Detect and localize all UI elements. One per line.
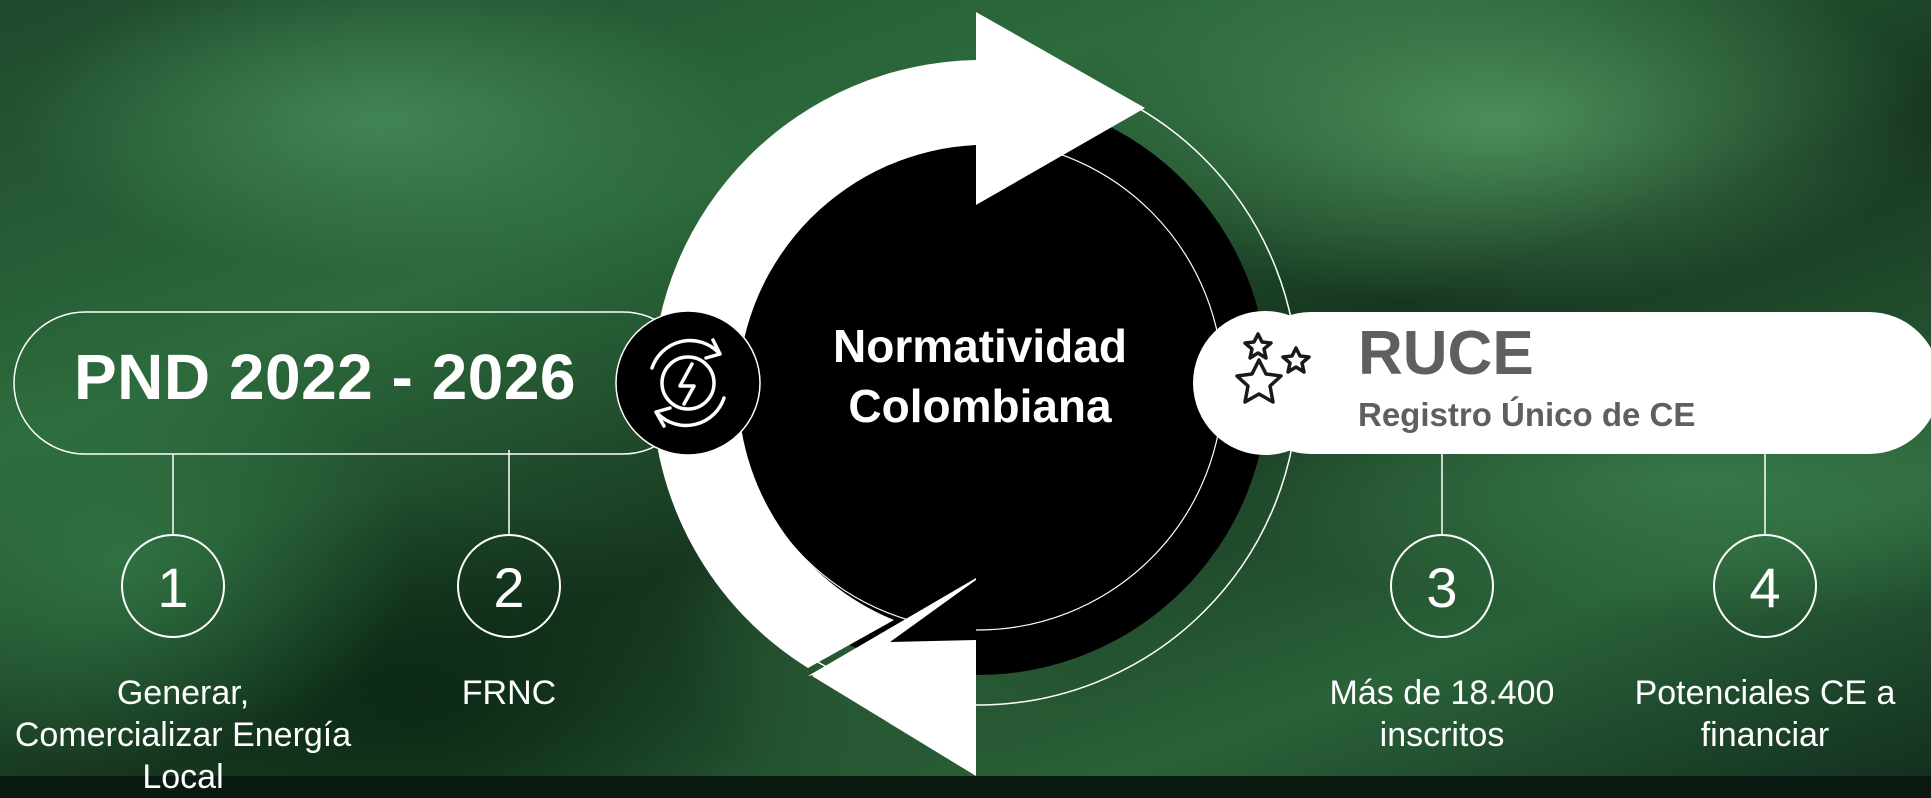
step-4-description: Potenciales CE a financiar xyxy=(1605,672,1925,756)
ruce-panel xyxy=(1240,312,1931,454)
cycle-arrow-top xyxy=(651,12,1145,668)
step-2-line1: FRNC xyxy=(461,674,557,712)
center-circle xyxy=(688,95,1268,675)
step-1-line2: Comercializar Energía xyxy=(14,716,352,754)
step-3-line2: inscritos xyxy=(1379,716,1505,754)
energy-cycle-icon xyxy=(650,338,726,428)
step-number-2: 2 xyxy=(457,534,561,638)
arrowhead-cut xyxy=(890,580,976,642)
pnd-title: PND 2022 - 2026 xyxy=(73,341,577,413)
step-number-3: 3 xyxy=(1390,534,1494,638)
ruce-subtitle: Registro Único de CE xyxy=(1358,396,1696,433)
center-title-line2: Colombiana xyxy=(848,380,1112,432)
step-3-line1: Más de 18.400 xyxy=(1329,674,1555,712)
stars-icon xyxy=(1235,332,1311,404)
pnd-icon-circle xyxy=(615,310,761,456)
step-1-line3: Local xyxy=(142,758,224,796)
ruce-icon-circle xyxy=(1193,311,1337,455)
step-4-line1: Potenciales CE a xyxy=(1634,674,1896,712)
step-1-line1: Generar, xyxy=(116,674,250,712)
step-3-description: Más de 18.400 inscritos xyxy=(1292,672,1592,756)
step-2-description: FRNC xyxy=(409,672,609,714)
step-number-4: 4 xyxy=(1713,534,1817,638)
step-number-1: 1 xyxy=(121,534,225,638)
cycle-arrow-bottom xyxy=(808,578,976,676)
step-4-line2: financiar xyxy=(1700,716,1830,754)
ruce-title: RUCE xyxy=(1358,319,1534,388)
center-title: Normatividad Colombiana xyxy=(760,316,1200,436)
center-title-line1: Normatividad xyxy=(833,320,1127,372)
diagram-graphics xyxy=(13,12,1931,776)
step-1-description: Generar, Comercializar Energía Local xyxy=(0,672,366,798)
